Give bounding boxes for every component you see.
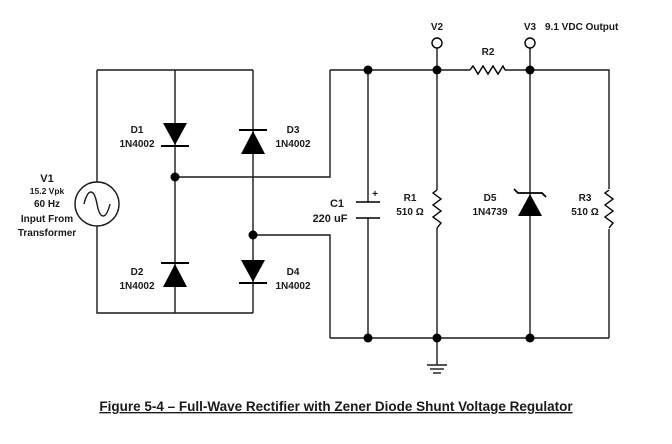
- v1-note-line2: Transformer: [18, 228, 76, 239]
- v1-note-line1: Input From: [21, 214, 73, 225]
- r1-value: 510 Ω: [396, 207, 423, 218]
- d2-diode-icon: [161, 262, 189, 287]
- junction-dot: [363, 65, 373, 75]
- r1-name: R1: [404, 193, 417, 204]
- ground-icon: [427, 364, 447, 374]
- d1-diode-icon: [161, 123, 189, 147]
- v2-test-point-icon: [431, 37, 443, 49]
- v2-label: V2: [431, 22, 444, 33]
- r2-name: R2: [482, 47, 495, 58]
- r3-name: R3: [579, 193, 592, 204]
- v1-name: V1: [40, 173, 53, 185]
- c1-polarity: +: [372, 189, 378, 200]
- d1-part: 1N4002: [119, 139, 154, 150]
- v1-frequency: 60 Hz: [34, 199, 60, 210]
- junction-dot: [432, 333, 442, 343]
- r2-resistor-icon: [469, 64, 506, 76]
- d2-part: 1N4002: [119, 281, 154, 292]
- ac-source-icon: [74, 181, 120, 227]
- d1-name: D1: [131, 125, 144, 136]
- v3-description: 9.1 VDC Output: [545, 22, 619, 33]
- junction-dot: [363, 333, 373, 343]
- c1-name: C1: [330, 198, 344, 210]
- junction-dot: [432, 65, 442, 75]
- d5-name: D5: [484, 193, 497, 204]
- junction-dot: [525, 333, 535, 343]
- d3-part: 1N4002: [275, 139, 310, 150]
- r3-value: 510 Ω: [571, 207, 598, 218]
- figure-caption: Figure 5-4 – Full-Wave Rectifier with Ze…: [99, 399, 573, 414]
- r3-resistor-icon: [603, 189, 615, 229]
- zener-diode-icon: [513, 188, 547, 216]
- v3-label: V3: [524, 22, 537, 33]
- d3-diode-icon: [239, 129, 267, 154]
- c1-value: 220 uF: [313, 213, 348, 225]
- v1-amplitude: 15.2 Vpk: [30, 186, 65, 196]
- junction-dot: [248, 230, 258, 240]
- capacitor-icon: [356, 201, 380, 219]
- d4-part: 1N4002: [275, 281, 310, 292]
- d4-diode-icon: [239, 260, 267, 284]
- r1-resistor-icon: [431, 189, 443, 229]
- d2-name: D2: [131, 267, 144, 278]
- d5-part: 1N4739: [472, 207, 507, 218]
- d3-name: D3: [287, 125, 300, 136]
- junction-dot: [170, 172, 180, 182]
- junction-dot: [525, 65, 535, 75]
- d4-name: D4: [287, 267, 300, 278]
- v3-test-point-icon: [524, 37, 536, 49]
- junction-dots: [170, 65, 535, 343]
